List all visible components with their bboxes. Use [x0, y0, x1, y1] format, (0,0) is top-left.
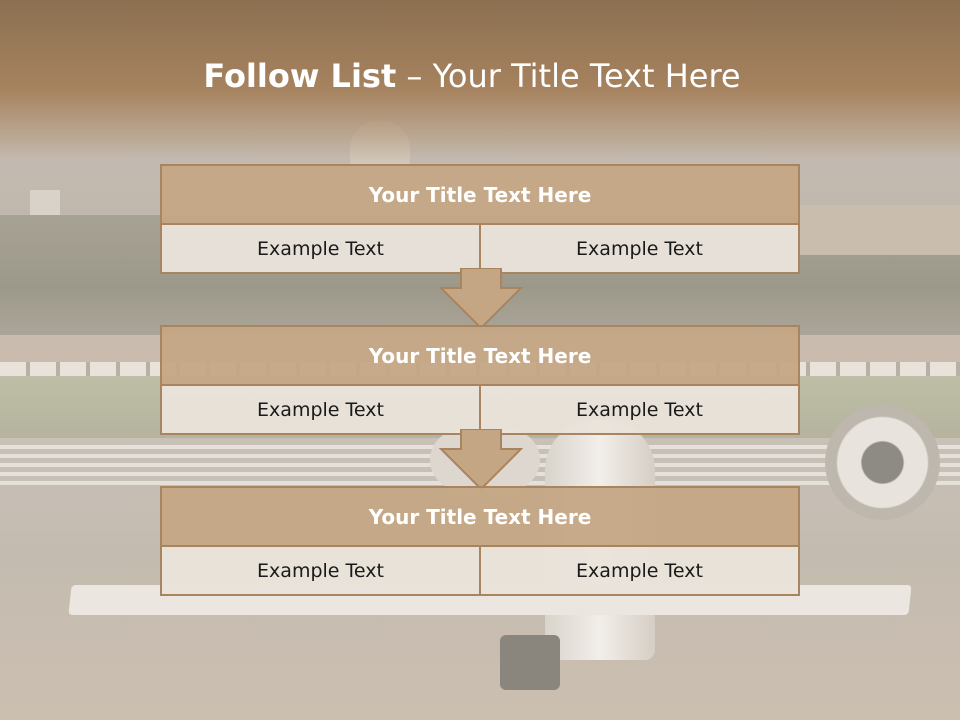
step-heading: Your Title Text Here	[162, 166, 798, 225]
list-step-3: Your Title Text Here Example Text Exampl…	[160, 486, 800, 596]
down-arrow-icon	[439, 429, 523, 491]
step-cell-right: Example Text	[479, 547, 798, 594]
plane-engine-right	[825, 405, 940, 520]
slide-title: Follow List – Your Title Text Here	[0, 52, 944, 100]
step-heading: Your Title Text Here	[162, 327, 798, 386]
step-cell-right: Example Text	[479, 386, 798, 433]
title-rest: – Your Title Text Here	[396, 57, 741, 95]
list-step-1: Your Title Text Here Example Text Exampl…	[160, 164, 800, 274]
title-bold: Follow List	[203, 57, 397, 95]
step-cell-left: Example Text	[257, 237, 384, 260]
header-band	[0, 0, 960, 160]
office-building	[800, 205, 960, 255]
down-arrow-icon	[439, 268, 523, 330]
step-row: Example Text Example Text	[162, 225, 798, 272]
landing-gear	[500, 635, 560, 690]
step-cell-left: Example Text	[257, 398, 384, 421]
step-row: Example Text Example Text	[162, 386, 798, 433]
step-cell-left: Example Text	[257, 559, 384, 582]
step-row: Example Text Example Text	[162, 547, 798, 594]
step-heading: Your Title Text Here	[162, 488, 798, 547]
step-cell-right: Example Text	[479, 225, 798, 272]
list-step-2: Your Title Text Here Example Text Exampl…	[160, 325, 800, 435]
